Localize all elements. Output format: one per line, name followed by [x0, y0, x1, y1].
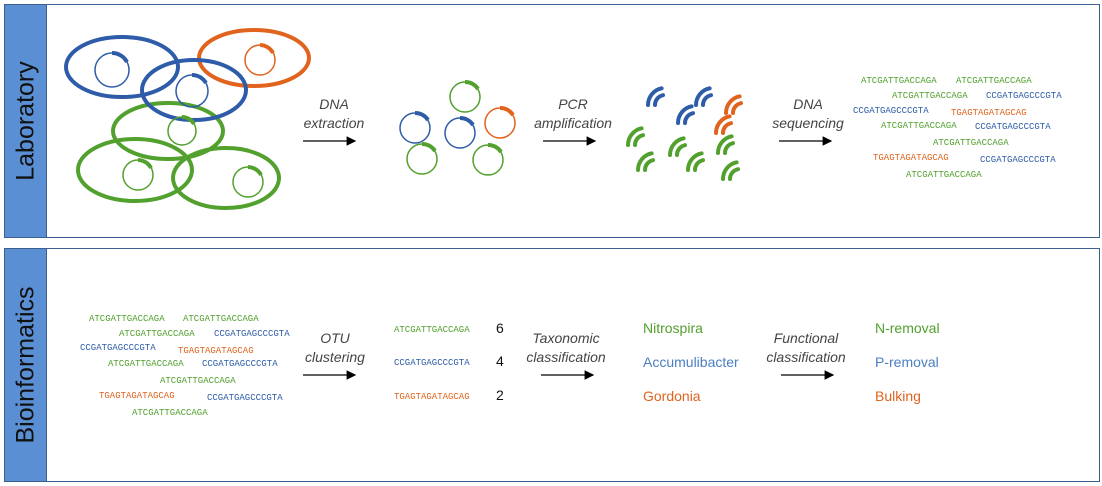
step-dna-sequencing-line2: sequencing [772, 115, 844, 131]
amplicon-fragment [693, 158, 705, 172]
taxon: Gordonia [643, 388, 701, 404]
step-taxonomic-classification-line1: Taxonomic [532, 330, 599, 346]
read: ATCGATTGACCAGA [956, 76, 1032, 86]
read: TGAGTAGATAGCAG [99, 391, 175, 401]
otu-count: 2 [496, 387, 504, 403]
amplicon-fragment [724, 94, 742, 115]
extracted-plasmids [399, 80, 516, 176]
amplicon-fragment [723, 141, 735, 155]
amplicon-fragment [676, 104, 694, 125]
amplicon-fragment [653, 93, 665, 107]
read: CCGATGAGCCCGTA [207, 393, 283, 403]
otu-count: 4 [496, 353, 504, 369]
otu-table: ATCGATTGACCAGA 6 CCGATGAGCCCGTA 4 TGAGTA… [394, 320, 504, 403]
cell-green-3 [171, 146, 281, 210]
function: P-removal [875, 354, 939, 370]
amplicon-fragment [694, 86, 712, 107]
read: ATCGATTGACCAGA [132, 408, 208, 418]
cell-green-1 [111, 101, 225, 161]
read: CCGATGAGCCCGTA [853, 106, 929, 116]
amplified-fragments [626, 86, 743, 181]
otu-count: 6 [496, 320, 504, 336]
amplicon-fragment [646, 86, 664, 107]
amplicon-fragment [714, 114, 732, 135]
amplicon-fragment [721, 121, 733, 135]
otu-sequence: CCGATGAGCCCGTA [394, 358, 470, 368]
bioinformatics-panel: Bioinformatics ATCGATTGACCAGA ATCGATTGAC… [4, 248, 1100, 482]
laboratory-diagram: DNA extraction PCR amplification DNA seq… [64, 28, 1062, 210]
read: CCGATGAGCCCGTA [214, 329, 290, 339]
otu-sequence: TGAGTAGATAGCAG [394, 392, 470, 402]
read: ATCGATTGACCAGA [892, 91, 968, 101]
function-list: N-removal P-removal Bulking [875, 320, 940, 404]
step-dna-extraction-line2: extraction [304, 115, 365, 131]
step-otu-clustering-line1: OTU [320, 330, 350, 346]
amplicon-fragment [701, 93, 713, 107]
cell-orange [197, 28, 311, 88]
amplicon-fragment [686, 151, 704, 172]
amplicon-fragment [683, 111, 695, 125]
amplicon-fragment [731, 101, 743, 115]
read: ATCGATTGACCAGA [89, 314, 165, 324]
step-pcr-amplification-line1: PCR [558, 96, 588, 112]
read: ATCGATTGACCAGA [119, 329, 195, 339]
function: N-removal [875, 320, 940, 336]
read: TGAGTAGATAGCAG [873, 153, 949, 163]
read: CCGATGAGCCCGTA [986, 91, 1062, 101]
read: CCGATGAGCCCGTA [202, 359, 278, 369]
cell-blue-2 [140, 58, 248, 122]
read: ATCGATTGACCAGA [108, 359, 184, 369]
step-otu-clustering-line2: clustering [305, 349, 365, 365]
amplicon-fragment [721, 160, 739, 181]
step-functional-classification-line2: classification [766, 349, 846, 365]
read: CCGATGAGCCCGTA [975, 122, 1051, 132]
read: ATCGATTGACCAGA [183, 314, 259, 324]
read: CCGATGAGCCCGTA [80, 343, 156, 353]
read: ATCGATTGACCAGA [906, 170, 982, 180]
amplicon-fragment [626, 126, 644, 147]
amplicon-fragment [716, 134, 734, 155]
cell-green-2 [76, 137, 194, 203]
function: Bulking [875, 388, 921, 404]
step-dna-extraction-line1: DNA [319, 96, 349, 112]
taxon: Accumulibacter [643, 354, 739, 370]
bacterial-cells [64, 28, 311, 210]
amplicon-fragment [728, 167, 740, 181]
step-dna-sequencing-line1: DNA [793, 96, 823, 112]
cell-blue-1 [64, 35, 180, 99]
bioinformatics-diagram: ATCGATTGACCAGA ATCGATTGACCAGA ATCGATTGAC… [80, 314, 940, 418]
read: ATCGATTGACCAGA [933, 138, 1009, 148]
step-pcr-amplification-line2: amplification [534, 115, 612, 131]
read: TGAGTAGATAGCAG [178, 346, 254, 356]
amplicon-fragment [643, 158, 655, 172]
amplicon-fragment [633, 133, 645, 147]
step-functional-classification-line1: Functional [774, 330, 839, 346]
read: CCGATGAGCCCGTA [980, 155, 1056, 165]
read: ATCGATTGACCAGA [160, 376, 236, 386]
read: ATCGATTGACCAGA [881, 121, 957, 131]
amplicon-fragment [668, 136, 686, 157]
input-reads: ATCGATTGACCAGA ATCGATTGACCAGA ATCGATTGAC… [80, 314, 290, 418]
laboratory-side-bar: Laboratory [5, 5, 47, 237]
otu-sequence: ATCGATTGACCAGA [394, 325, 470, 335]
taxa-list: Nitrospira Accumulibacter Gordonia [643, 320, 739, 404]
sequencing-reads: ATCGATTGACCAGA ATCGATTGACCAGA ATCGATTGAC… [853, 76, 1062, 180]
read: TGAGTAGATAGCAG [951, 108, 1027, 118]
taxon: Nitrospira [643, 320, 703, 336]
laboratory-panel: Laboratory [4, 4, 1100, 238]
amplicon-fragment [675, 143, 687, 157]
amplicon-fragment [636, 151, 654, 172]
step-taxonomic-classification-line2: classification [526, 349, 606, 365]
read: ATCGATTGACCAGA [861, 76, 937, 86]
bioinformatics-side-bar: Bioinformatics [5, 249, 47, 481]
cell-plasmids [94, 43, 276, 198]
